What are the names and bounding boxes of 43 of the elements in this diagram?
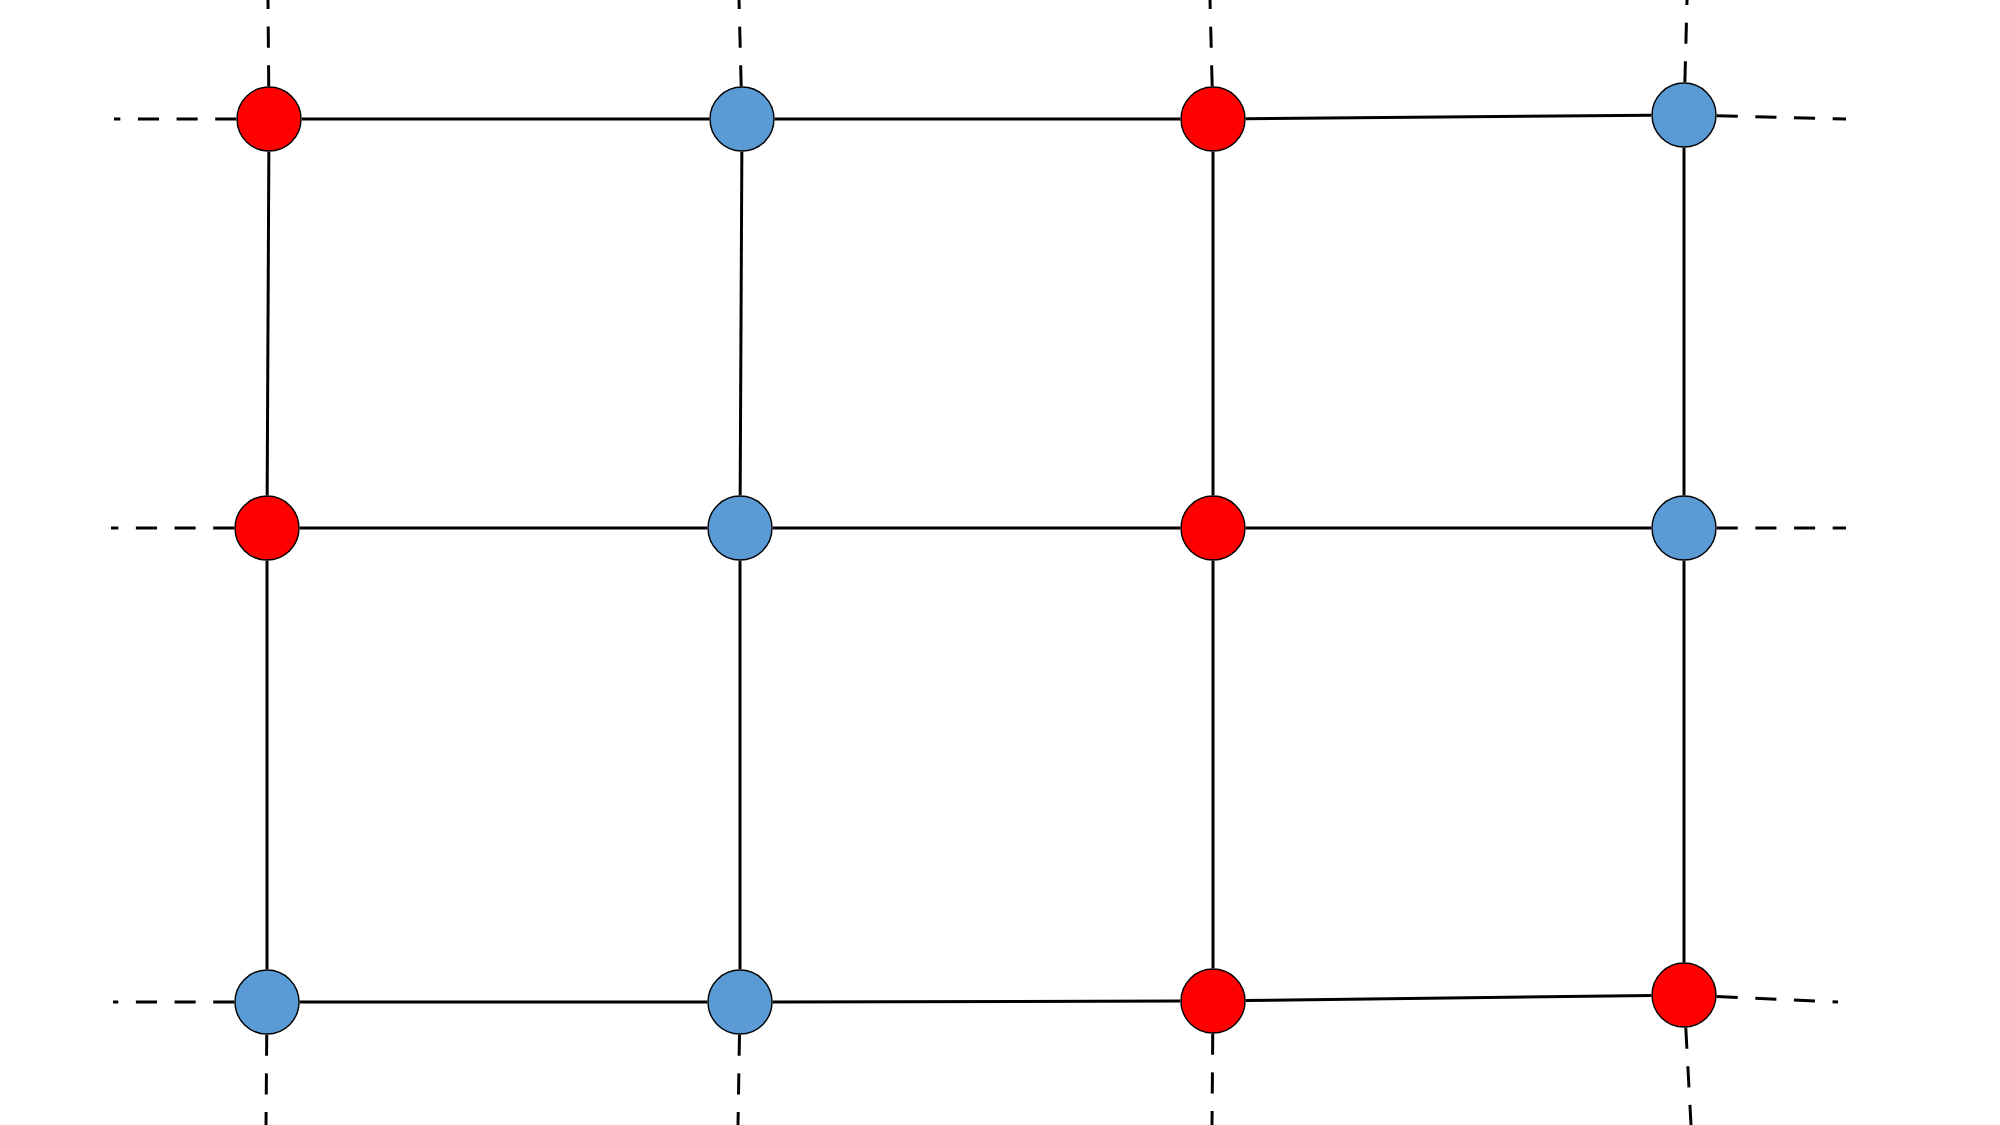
- grid-line: [265, 151, 271, 496]
- grid-line: [1682, 560, 1686, 963]
- grid-line: [265, 560, 269, 970]
- node-circle: [1651, 495, 1717, 561]
- dashed-line: [1716, 114, 1847, 121]
- dashed-line: [736, 1034, 741, 1125]
- grid-line: [1245, 526, 1652, 530]
- grid-line: [1245, 993, 1652, 1003]
- node-circle: [1180, 495, 1246, 561]
- node-circle: [234, 969, 300, 1035]
- grid-line: [1211, 151, 1215, 496]
- grid-line: [1245, 113, 1652, 121]
- dashed-line: [1208, 0, 1214, 87]
- grid-line: [299, 526, 708, 530]
- grid-line: [738, 151, 744, 496]
- node-circle: [1180, 86, 1246, 152]
- grid-line: [301, 117, 710, 121]
- node-circle: [1651, 82, 1717, 148]
- grid-line: [299, 1000, 708, 1004]
- node-circle: [709, 86, 775, 152]
- node-circle: [707, 969, 773, 1035]
- dashed-line: [264, 1034, 269, 1125]
- dashed-line: [1716, 526, 1846, 530]
- grid-line: [1211, 560, 1215, 969]
- dashed-line: [266, 0, 271, 87]
- node-circle: [234, 495, 300, 561]
- dashed-line: [1716, 995, 1839, 1004]
- node-circle: [1651, 962, 1717, 1028]
- node-circle: [707, 495, 773, 561]
- node-circle: [1180, 968, 1246, 1034]
- node-circle: [236, 86, 302, 152]
- dashed-line: [114, 117, 237, 121]
- grid-line: [1682, 147, 1686, 496]
- grid-line: [738, 560, 742, 970]
- dashed-line: [111, 526, 235, 530]
- dashed-line: [1210, 1033, 1215, 1125]
- dashed-line: [737, 0, 743, 87]
- grid-line: [772, 999, 1181, 1004]
- dashed-line: [1684, 1027, 1693, 1125]
- grid-line: [772, 526, 1181, 530]
- dashed-line: [1683, 0, 1689, 83]
- dashed-line: [113, 1000, 235, 1004]
- grid-line: [774, 117, 1181, 121]
